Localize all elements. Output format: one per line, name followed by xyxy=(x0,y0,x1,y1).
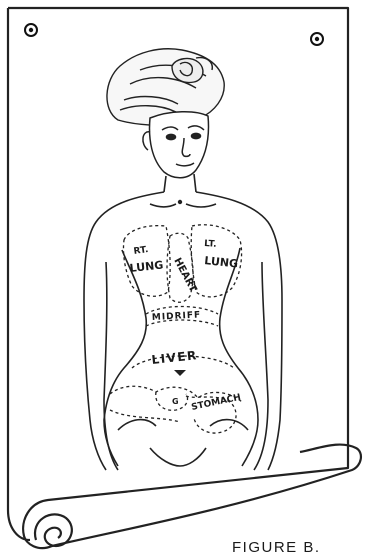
tack-icon xyxy=(311,33,323,45)
liver-pointer-icon xyxy=(174,370,186,376)
label-lt-lung: LUNG xyxy=(204,254,239,270)
label-rt-lung: LUNG xyxy=(129,259,164,275)
torso-outline xyxy=(84,174,282,470)
tack-icon xyxy=(25,24,37,36)
label-heart: HEART xyxy=(171,256,198,294)
face xyxy=(143,112,209,178)
scroll-curl xyxy=(35,514,72,546)
label-lt: LT. xyxy=(204,239,217,250)
label-rt: RT. xyxy=(133,245,149,257)
label-stomach: STOMACH xyxy=(191,393,242,413)
figure-caption: FIGURE B. xyxy=(232,539,321,556)
label-liver: LIVER xyxy=(151,348,199,367)
label-g: G xyxy=(172,397,179,406)
